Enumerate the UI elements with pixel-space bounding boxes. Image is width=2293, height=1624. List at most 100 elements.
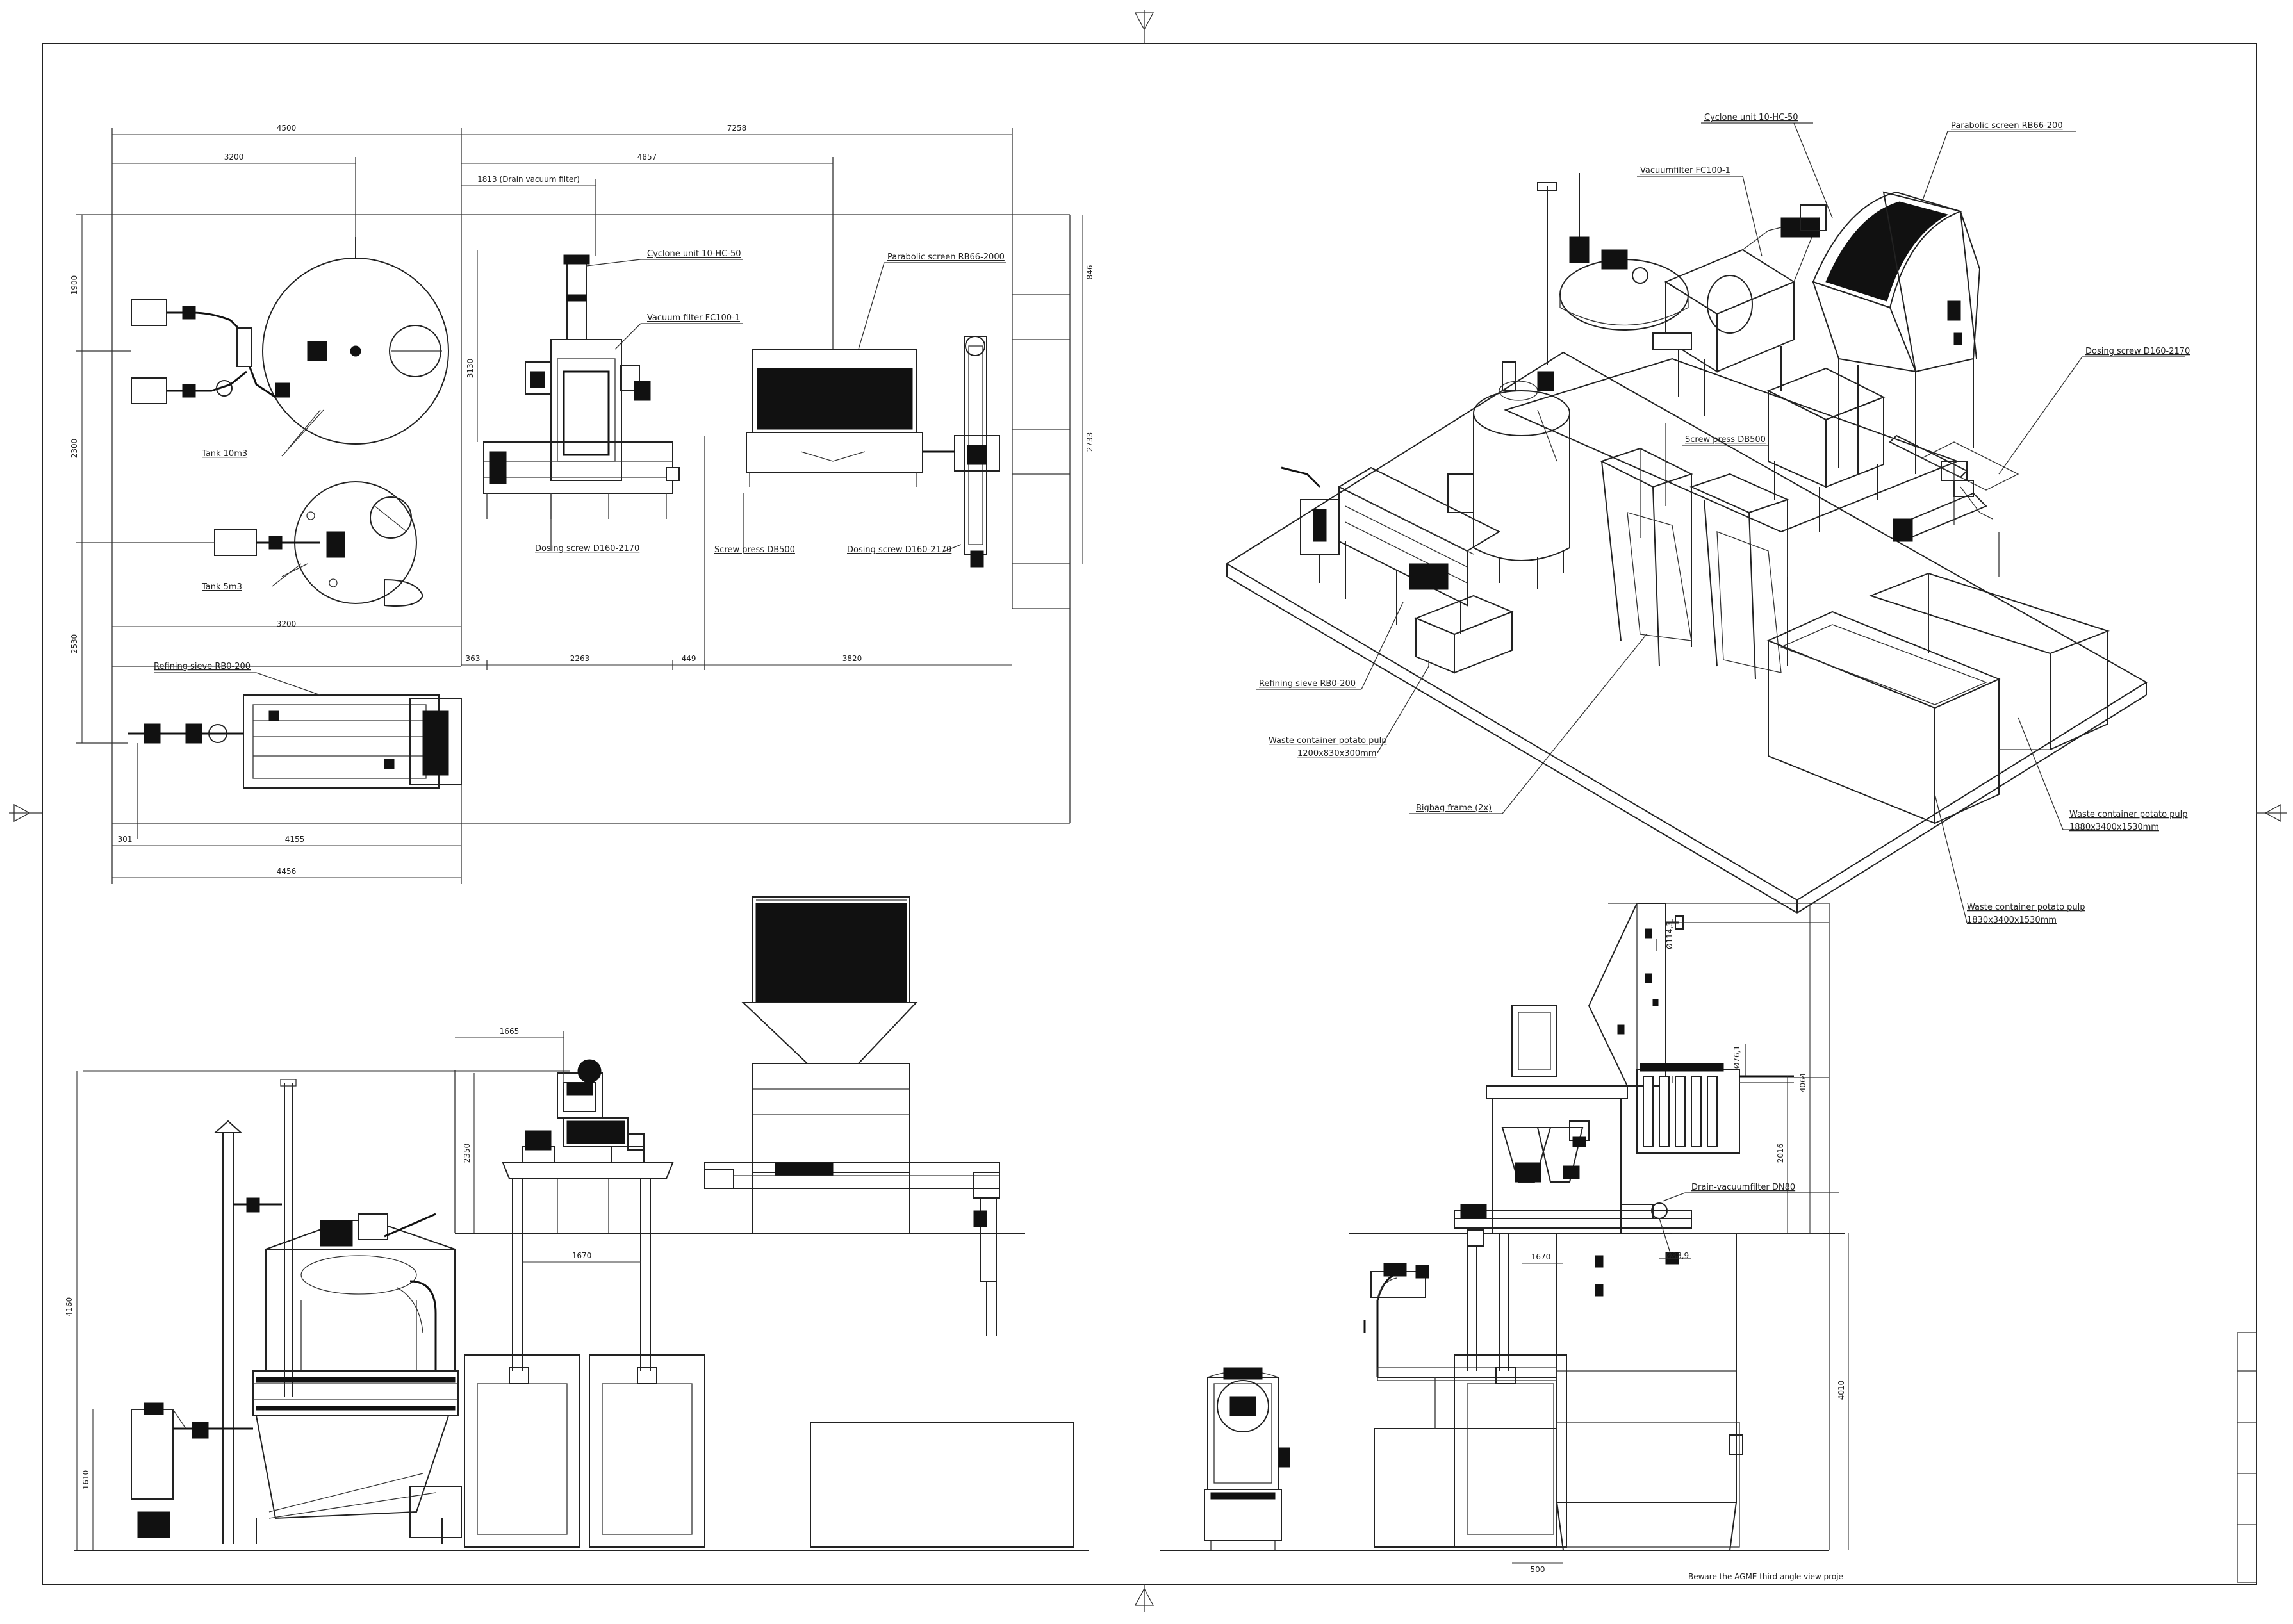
dim-1665: 1665 [500, 1027, 520, 1036]
waste-container-small-iso [1414, 595, 1514, 674]
center-mark-left [9, 803, 42, 823]
refining-sieve-side [1363, 1263, 1557, 1548]
parabolic-screen-front [704, 896, 1000, 1336]
dim-4857: 4857 [637, 152, 657, 161]
dim-4155: 4155 [285, 835, 305, 844]
sheet-frame [9, 10, 2287, 1612]
dim-1813: 1813 (Drain vacuum filter) [477, 175, 580, 184]
dim-o88: Ø88,9 [1666, 1251, 1689, 1260]
dosing-screw-plan-right [923, 336, 1000, 568]
label-dosing-screw-left: Dosing screw D160-2170 [535, 544, 639, 554]
label-parabolic-iso: Parabolic screen RB66-200 [1951, 121, 2063, 131]
tank-iso [1447, 361, 1570, 589]
label-waste-small-2: 1200x830x300mm [1297, 749, 1376, 759]
parabolic-screen-iso [1812, 191, 1981, 474]
label-dosing-screw-right: Dosing screw D160-2170 [847, 545, 951, 555]
label-waste-small-1: Waste container potato pulp [1269, 736, 1387, 746]
screw-press-iso [1766, 367, 1886, 532]
dim-2016: 2016 [1776, 1144, 1785, 1163]
tank-5m3 [214, 481, 424, 607]
label-dosing-screw-iso: Dosing screw D160-2170 [2085, 347, 2190, 356]
label-vacuum-filter-plan: Vacuum filter FC100-1 [647, 313, 740, 323]
tank-10m3 [131, 237, 449, 449]
label-tank-5m3: Tank 5m3 [201, 582, 242, 592]
dim-1900: 1900 [70, 275, 79, 295]
label-tank-10m3: Tank 10m3 [201, 449, 247, 459]
bigbag-frames-iso [1600, 447, 1789, 680]
vacuum-filter-front [502, 1059, 674, 1371]
side-dimension-texts: Ø114,3 Ø76,1 Ø88,9 4064 2016 4010 1670 5… [1531, 921, 1846, 1574]
isometric-view: Cyclone unit 10-HC-50 Parabolic screen R… [1226, 113, 2190, 925]
dim-3200-mid: 3200 [277, 619, 297, 628]
bigbag-frame-side [1454, 1354, 1567, 1548]
waste-container-large-right-iso [1869, 572, 2110, 750]
dim-1610: 1610 [81, 1470, 90, 1490]
label-drain-vacuumfilter: Drain-vacuumfilter DN80 [1691, 1183, 1795, 1192]
dim-1670-front: 1670 [572, 1251, 592, 1260]
refining-sieve-front [131, 1370, 462, 1544]
refining-sieve-side-small [1204, 1367, 1290, 1550]
plan-dimension-lines [76, 128, 1083, 884]
tank-front [265, 1213, 456, 1372]
label-cyclone-iso: Cyclone unit 10-HC-50 [1704, 113, 1798, 122]
dim-3820: 3820 [842, 654, 862, 663]
label-parabolic-plan: Parabolic screen RB66-2000 [887, 252, 1005, 262]
dim-4010: 4010 [1837, 1381, 1846, 1400]
dim-4160: 4160 [65, 1297, 74, 1317]
label-screw-press-iso: Screw press DB500 [1685, 435, 1766, 445]
side-dimension-lines [1512, 903, 1849, 1564]
footer-projection-note: Beware the AGME third angle view proje [1688, 1572, 1843, 1581]
dim-2263: 2263 [570, 654, 590, 663]
dim-o114: Ø114,3 [1665, 921, 1674, 949]
tank-side [1556, 1233, 1743, 1551]
dim-500: 500 [1531, 1565, 1545, 1574]
dim-3130: 3130 [466, 359, 475, 379]
vent-column-front [213, 1079, 297, 1544]
front-elevation: 1665 2350 1670 4160 1610 [65, 896, 1089, 1551]
dim-301: 301 [118, 835, 133, 844]
side-elevation: Ø114,3 Ø76,1 Ø88,9 4064 2016 4010 1670 5… [1160, 903, 1849, 1574]
center-mark-bottom [1134, 1584, 1155, 1612]
dim-846: 846 [1085, 265, 1094, 280]
parabolic-screen-plan [746, 349, 923, 487]
dim-2733: 2733 [1085, 432, 1094, 452]
waste-container-large-front [810, 1422, 1074, 1548]
dim-1670-side: 1670 [1531, 1252, 1551, 1261]
refining-sieve-iso [1281, 466, 1501, 634]
iso-labels: Cyclone unit 10-HC-50 Parabolic screen R… [1256, 113, 2190, 925]
dim-2350: 2350 [463, 1144, 472, 1163]
label-bigbag-frames: Bigbag frame (2x) [1416, 803, 1492, 813]
center-mark-top [1134, 10, 1155, 44]
dim-4064: 4064 [1798, 1073, 1807, 1093]
label-waste-right-1: Waste container potato pulp [2069, 810, 2188, 819]
center-mark-right [2256, 803, 2287, 823]
dim-o76: Ø76,1 [1732, 1046, 1741, 1069]
label-waste-front-2: 1830x3400x1530mm [1967, 915, 2057, 925]
waste-container-large-front-iso [1766, 611, 2001, 824]
label-screw-press-plan: Screw press DB500 [714, 545, 795, 555]
waste-container-side [1556, 1422, 1740, 1548]
plan-dimension-texts: 4500 3200 7258 4857 1813 (Drain vacuum f… [70, 124, 1094, 876]
front-dimension-texts: 1665 2350 1670 4160 1610 [65, 1027, 591, 1489]
parabolic-screen-side [1486, 903, 1666, 1233]
vacuum-filter-side [1454, 1202, 1692, 1371]
label-refining-sieve-iso: Refining sieve RB0-200 [1259, 679, 1356, 689]
dim-2530: 2530 [70, 634, 79, 654]
label-cyclone-plan: Cyclone unit 10-HC-50 [647, 249, 741, 259]
dim-4456: 4456 [277, 867, 297, 876]
front-dimension-lines [76, 1031, 641, 1550]
vacuum-filter-plan [483, 254, 680, 519]
cyclone-platform-iso [1537, 173, 1689, 365]
label-vacuum-filter-iso: Vacuumfilter FC100-1 [1640, 166, 1730, 176]
dim-3200-top: 3200 [224, 152, 244, 161]
vacuum-filter-iso [1652, 204, 1827, 416]
refining-sieve-plan [128, 694, 462, 789]
plan-view: 4500 3200 7258 4857 1813 (Drain vacuum f… [70, 124, 1094, 884]
label-waste-right-2: 1880x3400x1530mm [2069, 823, 2159, 832]
title-block-strip [2237, 1332, 2257, 1583]
label-waste-front-1: Waste container potato pulp [1967, 903, 2085, 912]
dim-7258: 7258 [727, 124, 747, 133]
plan-labels: Cyclone unit 10-HC-50 Vacuum filter FC10… [154, 249, 1006, 696]
